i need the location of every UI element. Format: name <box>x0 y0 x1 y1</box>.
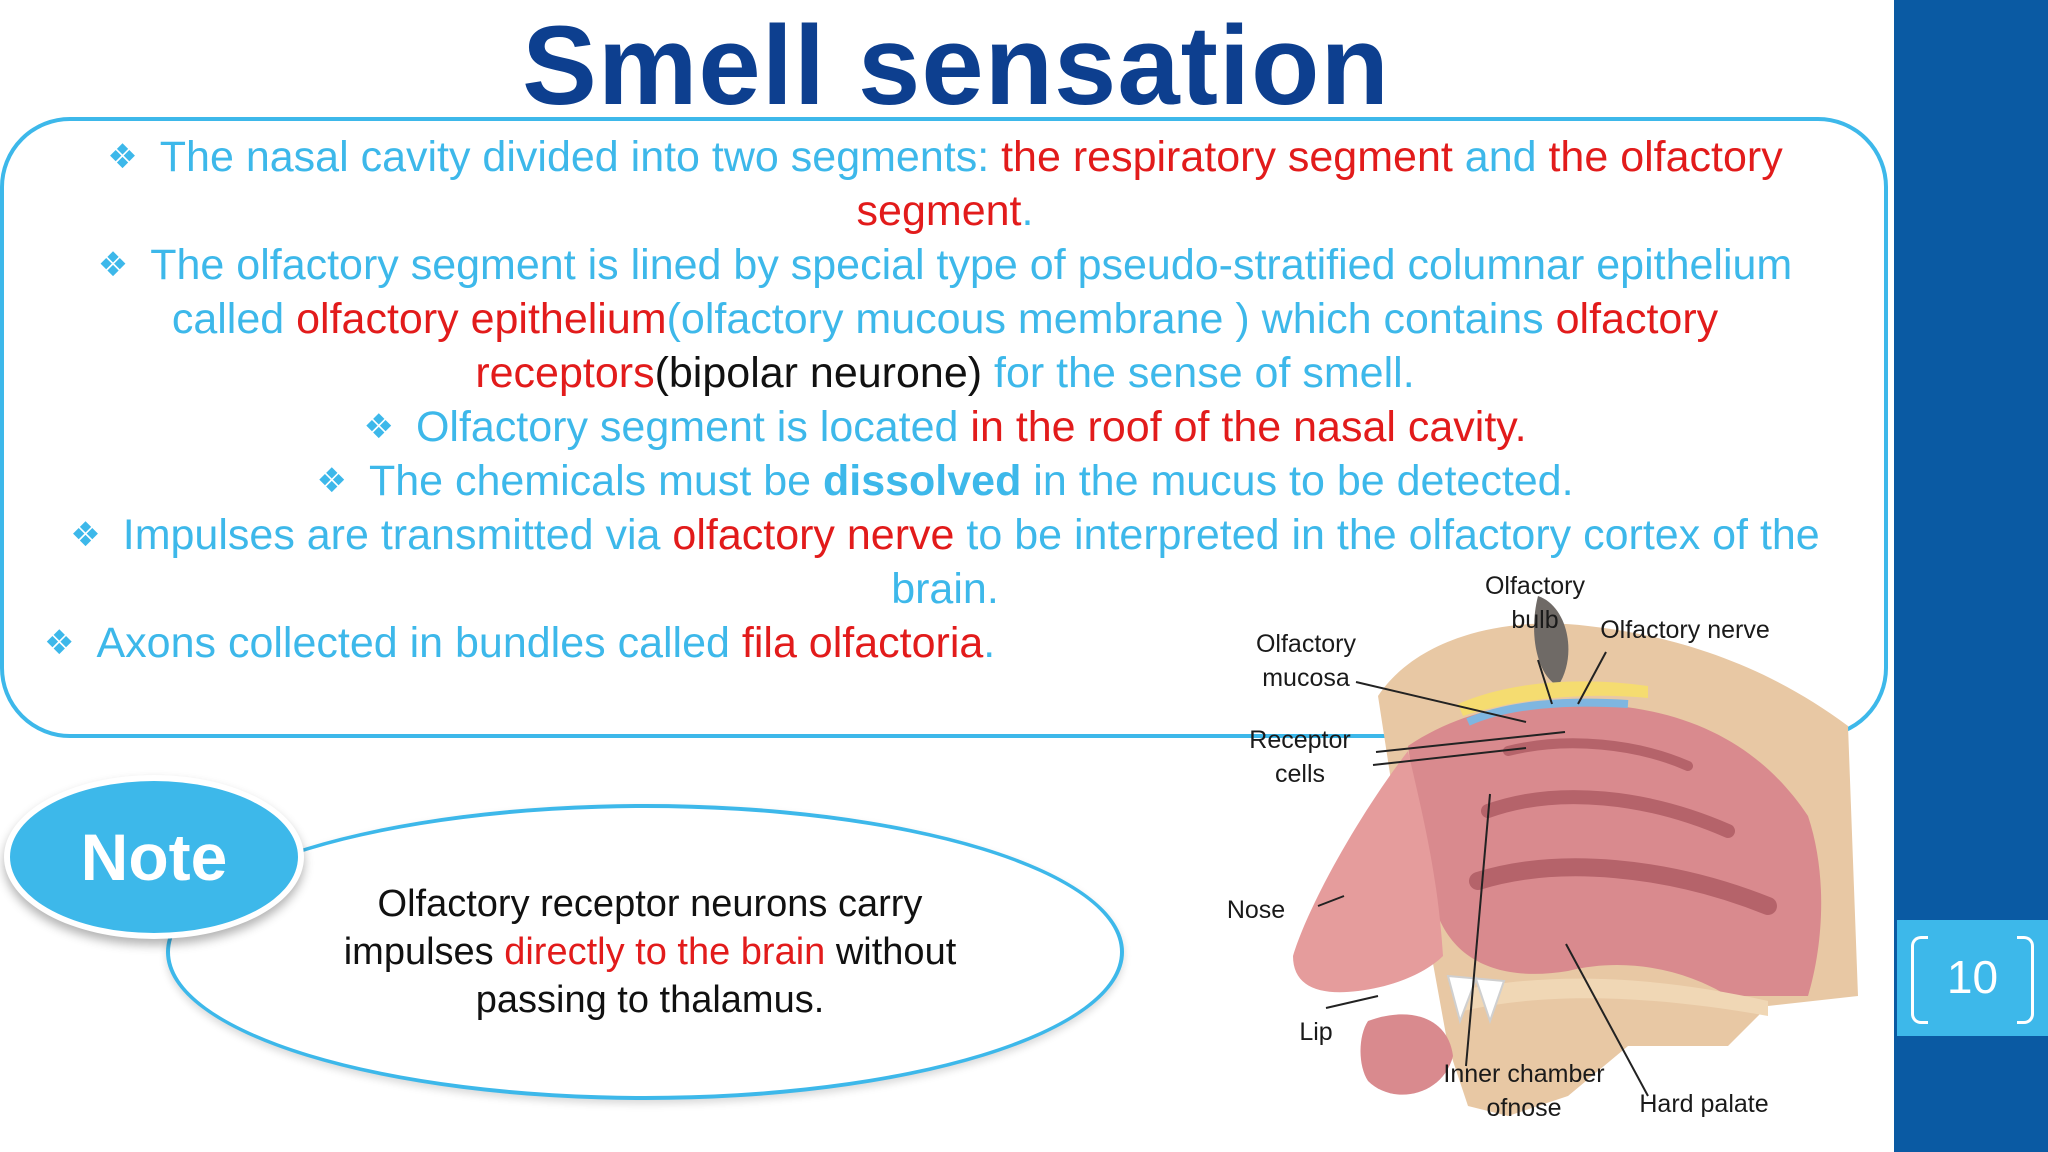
sinus-cavity-shape <box>1534 596 1569 686</box>
note-badge-label: Note <box>80 820 228 894</box>
note-badge: Note <box>4 775 304 939</box>
nasal-cavity-diagram: Olfactory bulb Olfactory nerve Olfactory… <box>1208 576 1868 1130</box>
label-inner-chamber-line1: Inner chamber <box>1443 1060 1604 1088</box>
diamond-bullet-icon: ❖ <box>363 408 394 446</box>
page-number-box: 10 <box>1897 920 2048 1036</box>
label-olfactory-bulb-line1: Olfactory <box>1485 576 1586 600</box>
leader-line <box>1355 681 1527 723</box>
leader-line <box>1375 731 1566 753</box>
diamond-bullet-icon: ❖ <box>107 138 138 176</box>
middle-turbinate <box>1481 790 1735 838</box>
leader-line <box>1565 943 1649 1097</box>
label-lip: Lip <box>1299 1018 1332 1046</box>
external-nose-shape <box>1293 751 1443 993</box>
leader-line <box>1317 895 1345 907</box>
nasal-anatomy-illustration: Olfactory bulb Olfactory nerve Olfactory… <box>1227 576 1858 1122</box>
left-bracket-icon <box>1911 936 1928 1024</box>
leader-line <box>1537 659 1553 705</box>
bullet-item: ❖The olfactory segment is lined by speci… <box>97 241 1793 397</box>
bullet-item: ❖Impulses are transmitted via olfactory … <box>70 511 1820 613</box>
label-hard-palate: Hard palate <box>1639 1090 1768 1118</box>
bullet-item: ❖The chemicals must be dissolved in the … <box>316 457 1574 505</box>
bullet-item: ❖The nasal cavity divided into two segme… <box>107 133 1783 235</box>
leader-line <box>1325 995 1379 1009</box>
label-olfactory-bulb-line2: bulb <box>1511 606 1558 634</box>
label-olfactory-mucosa-line2: mucosa <box>1262 664 1350 692</box>
bullet-item: ❖Axons collected in bundles called fila … <box>44 619 996 667</box>
diamond-bullet-icon: ❖ <box>316 462 347 500</box>
bullet-item: ❖Olfactory segment is located in the roo… <box>363 403 1527 451</box>
diamond-bullet-icon: ❖ <box>44 624 75 662</box>
leader-line <box>1577 651 1607 705</box>
olfactory-mucosa-strip <box>1466 698 1629 726</box>
note-text: Olfactory receptor neurons carry impulse… <box>343 883 957 1021</box>
hard-palate-shape <box>1458 978 1768 1016</box>
page-number: 10 <box>1946 951 1999 1003</box>
slide-title: Smell sensation <box>522 3 1390 128</box>
leader-line <box>1372 747 1527 766</box>
teeth-shape <box>1446 974 1506 1025</box>
label-receptor-cells-line2: cells <box>1275 760 1325 788</box>
olfactory-bulb-shape <box>1458 681 1648 716</box>
label-olfactory-mucosa-line1: Olfactory <box>1256 630 1357 658</box>
label-olfactory-nerve: Olfactory nerve <box>1600 616 1770 644</box>
leader-line <box>1465 793 1491 1067</box>
diamond-bullet-icon: ❖ <box>70 516 101 554</box>
nasal-cavity-shape <box>1408 702 1822 996</box>
diamond-bullet-icon: ❖ <box>97 246 129 284</box>
bullet-list: ❖The nasal cavity divided into two segme… <box>40 130 1850 670</box>
label-nose: Nose <box>1227 896 1285 924</box>
label-receptor-cells-line1: Receptor <box>1249 726 1350 754</box>
inferior-turbinate <box>1469 858 1777 915</box>
right-bracket-icon <box>2017 936 2034 1024</box>
lip-shape <box>1360 1014 1453 1095</box>
note-bubble <box>166 804 1124 1100</box>
superior-turbinate <box>1503 738 1693 771</box>
label-inner-chamber-line2: ofnose <box>1486 1094 1561 1122</box>
